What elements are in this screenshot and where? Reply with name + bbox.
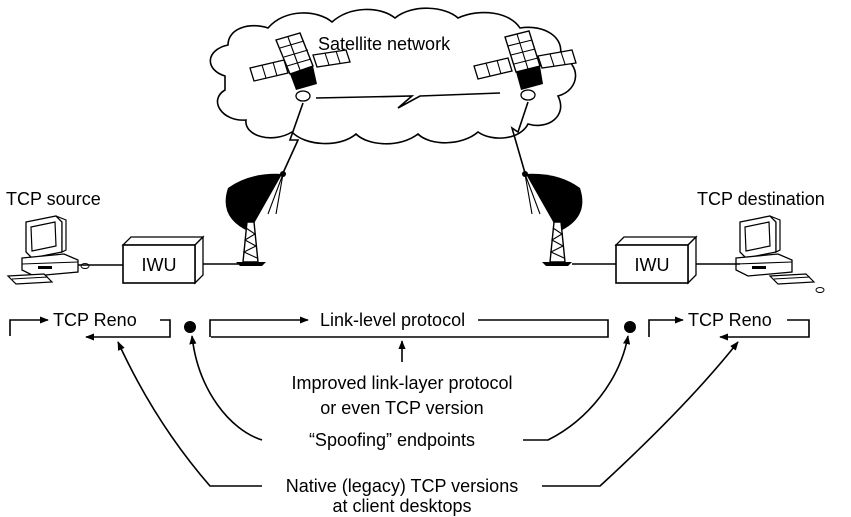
left-tcp-reno-loop: TCP Reno: [9, 310, 171, 341]
right-downlink: [510, 101, 529, 174]
left-spoofing-endpoint: [184, 321, 196, 333]
left-satellite-icon: [249, 32, 351, 102]
iwu-right-label: IWU: [635, 255, 670, 275]
improved-protocol-line1: Improved link-layer protocol: [291, 373, 512, 393]
spoofing-arrow-left: [189, 335, 263, 441]
tcp-source-label: TCP source: [6, 189, 101, 209]
left-dish-antenna-icon: [225, 171, 286, 266]
cloud-label: Satellite network: [318, 34, 451, 54]
improved-protocol-line2: or even TCP version: [320, 398, 483, 418]
left-tcp-reno-label: TCP Reno: [53, 310, 137, 330]
iwu-left-box: IWU: [121, 235, 205, 285]
link-level-label: Link-level protocol: [320, 310, 465, 330]
tcp-destination-label: TCP destination: [697, 189, 825, 209]
right-satellite-icon: [473, 30, 577, 101]
satellite-network-cloud: Satellite network: [209, 7, 577, 145]
native-arrow-right: [542, 341, 739, 487]
cables: [78, 263, 740, 266]
native-arrow-left: [117, 341, 262, 487]
inter-satellite-link: [315, 92, 501, 109]
right-dish-antenna-icon: [522, 171, 583, 266]
spoofing-arrow-right: [523, 335, 631, 441]
left-downlink: [282, 102, 304, 174]
iwu-left-label: IWU: [142, 255, 177, 275]
link-level-protocol-loop: Link-level protocol: [209, 310, 609, 338]
right-computer-icon: [735, 215, 825, 293]
native-versions-line1: Native (legacy) TCP versions: [286, 476, 518, 496]
right-spoofing-endpoint: [624, 321, 636, 333]
left-computer-icon: [6, 215, 90, 285]
right-tcp-reno-label: TCP Reno: [688, 310, 772, 330]
right-tcp-reno-loop: TCP Reno: [648, 310, 810, 341]
native-versions-line2: at client desktops: [332, 496, 471, 516]
iwu-right-box: IWU: [614, 235, 698, 285]
spoofing-label: “Spoofing” endpoints: [309, 430, 475, 450]
